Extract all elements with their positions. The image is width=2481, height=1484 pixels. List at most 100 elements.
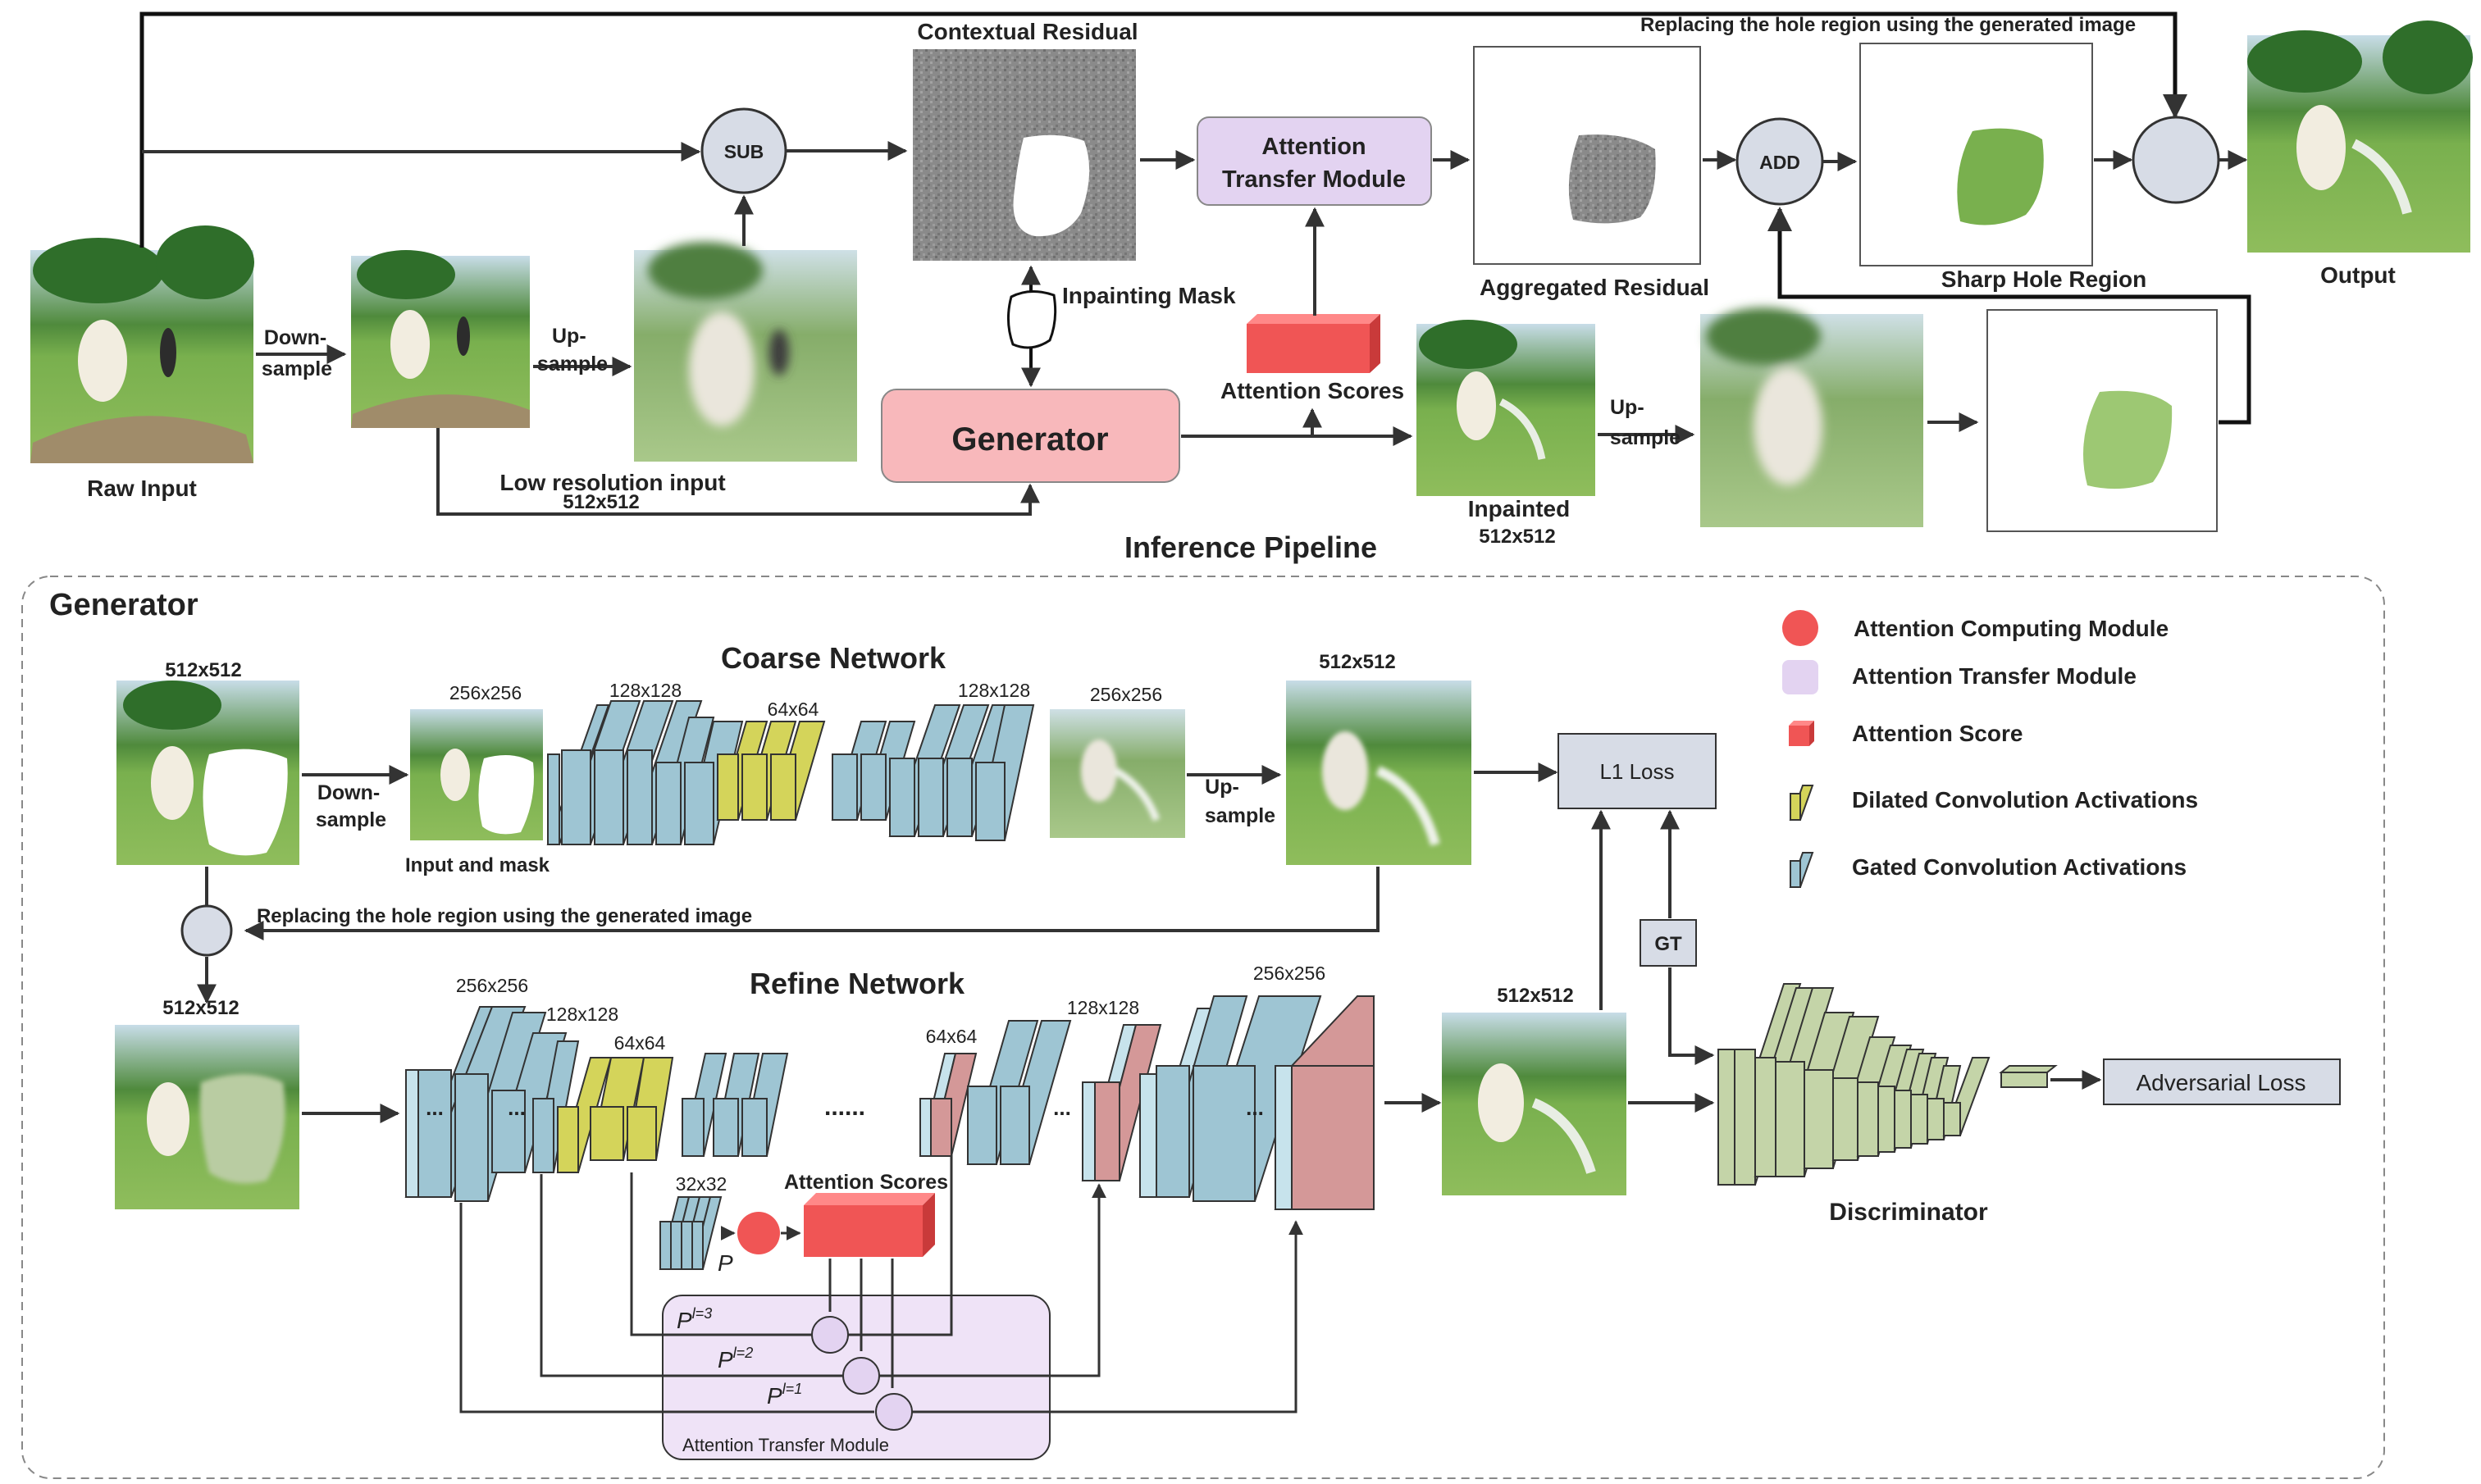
lavender-square-icon xyxy=(1782,660,1818,694)
refine-decoder-stack xyxy=(919,995,1375,1210)
coarse-merge-node xyxy=(180,904,233,957)
coarse-dilated-layers xyxy=(716,721,826,821)
discriminator-label: Discriminator xyxy=(1829,1199,1988,1226)
coarse-upsample-1: Up- xyxy=(1205,776,1239,799)
add-label: ADD xyxy=(1759,152,1800,173)
contextual-residual-title: Contextual Residual xyxy=(917,19,1138,44)
coarse-output-photo xyxy=(1286,681,1471,865)
refine-32-label: 32x32 xyxy=(676,1173,727,1195)
yellow-slab-icon xyxy=(1789,785,1814,821)
refine-output-photo xyxy=(1442,1013,1626,1195)
raw-input-label: Raw Input xyxy=(87,476,197,501)
refine-attention-conv xyxy=(659,1196,723,1270)
downsample-label-1: Down- xyxy=(264,326,326,349)
inpainted-upsample-label-1: Up- xyxy=(1610,396,1644,419)
refine-input-photo xyxy=(115,1025,299,1209)
attention-scores-cube xyxy=(1247,314,1380,373)
coarse-output-small-photo xyxy=(1050,709,1185,838)
masked-input-photo xyxy=(116,681,299,865)
coarse-256b-label: 256x256 xyxy=(1090,684,1162,705)
inpainted-label: Inpainted xyxy=(1468,496,1570,521)
coarse-128-label: 128x128 xyxy=(609,680,682,701)
refine-dots-2: ... xyxy=(508,1095,526,1120)
output-photo xyxy=(2247,20,2473,253)
red-circle-icon xyxy=(1782,610,1818,646)
upsample-label-1: Up- xyxy=(552,325,586,348)
generator-box xyxy=(881,389,1180,483)
coarse-input-size: 512x512 xyxy=(165,659,241,681)
downsampled-masked-input-photo xyxy=(410,709,543,840)
refine-dots-1: ... xyxy=(426,1095,444,1120)
coarse-downsample-2: sample xyxy=(316,808,386,831)
refine-128b-label: 128x128 xyxy=(1067,997,1139,1018)
p2-label: Pl=2 xyxy=(718,1345,753,1372)
blue-slab-icon xyxy=(1789,852,1814,888)
output-label: Output xyxy=(2320,262,2396,288)
coarse-replace-line xyxy=(244,867,1380,940)
input-and-mask-label: Input and mask xyxy=(405,854,550,876)
attention-scores-label: Attention Scores xyxy=(1220,378,1404,403)
blurry-hole-patch xyxy=(2083,390,2173,489)
refine-network-title: Refine Network xyxy=(750,967,965,1000)
p3-label: Pl=3 xyxy=(677,1305,712,1333)
low-res-size-label: 512x512 xyxy=(563,491,639,513)
legend-label-dilated: Dilated Convolution Activations xyxy=(1852,787,2198,813)
atm-node-3 xyxy=(811,1316,849,1354)
legend-label-attention-transfer: Attention Transfer Module xyxy=(1852,663,2137,689)
refine-128-label: 128x128 xyxy=(546,1004,618,1025)
inpainting-mask-label: Inpainting Mask xyxy=(1062,283,1236,308)
refine-dots-4: ... xyxy=(1246,1095,1264,1120)
p1-label: Pl=1 xyxy=(767,1381,802,1409)
atm-label-line1: Attention xyxy=(1261,134,1366,160)
attention-transfer-module-box xyxy=(1197,116,1432,206)
coarse-conv-stack: 128x128 64x64 xyxy=(546,680,1035,845)
add-node xyxy=(1735,117,1824,206)
coarse-network-title: Coarse Network xyxy=(721,641,946,675)
blurred-inpainted-photo xyxy=(1700,307,1923,527)
gt-to-discriminator-line xyxy=(1668,967,1715,1065)
refine-256b-label: 256x256 xyxy=(1253,963,1325,984)
low-res-input-line xyxy=(436,428,1040,516)
aggregated-residual-patch xyxy=(1568,134,1656,224)
sharp-hole-region-patch xyxy=(1957,128,2044,225)
coarse-256-label: 256x256 xyxy=(449,682,522,703)
refine-dots-mid: ...... xyxy=(824,1094,865,1121)
legend-label-attention-score: Attention Score xyxy=(1852,721,2023,746)
skip-connections xyxy=(459,1131,1303,1413)
upsample-label-2: sample xyxy=(537,353,608,376)
coarse-replace-text: Replacing the hole region using the gene… xyxy=(257,905,752,927)
refine-network: 512x512 Refine Network 256x256 ... xyxy=(115,809,1715,1460)
refine-256-label: 256x256 xyxy=(456,975,528,996)
merge-node xyxy=(2132,116,2220,204)
legend-label-attention-computing: Attention Computing Module xyxy=(1854,616,2169,641)
l1-loss-box xyxy=(1557,733,1717,809)
adversarial-loss-box xyxy=(2103,1058,2341,1105)
refine-gated-256 xyxy=(404,1006,568,1202)
generator-section-title: Generator xyxy=(49,588,198,622)
p-label: P xyxy=(718,1250,733,1276)
refine-dots-3: ... xyxy=(1053,1095,1071,1120)
inpainted-photo xyxy=(1416,320,1595,496)
blurred-upsampled-photo xyxy=(634,242,857,462)
refine-gated-128 xyxy=(531,1040,580,1173)
sub-label: SUB xyxy=(724,141,764,162)
gt-box xyxy=(1640,919,1697,967)
attention-computing-node xyxy=(737,1212,780,1254)
coarse-128b-label: 128x128 xyxy=(958,680,1030,701)
l1-loss-label: L1 Loss xyxy=(1599,759,1674,784)
coarse-network: Coarse Network 512x512 Down- sample 256x… xyxy=(116,641,1717,1004)
generator-section-border xyxy=(21,576,2385,1479)
adversarial-loss-label: Adversarial Loss xyxy=(2137,1070,2306,1095)
inpainting-mask-shape xyxy=(1007,290,1057,349)
red-cube-icon xyxy=(1789,721,1814,746)
refine-atm-label: Attention Transfer Module xyxy=(682,1435,889,1455)
patch-to-add-line xyxy=(1767,207,2251,425)
coarse-64-label: 64x64 xyxy=(768,699,819,720)
refine-output-size: 512x512 xyxy=(1497,985,1573,1007)
atm-node-2 xyxy=(842,1357,880,1395)
atm-label-line2: Transfer Module xyxy=(1222,166,1406,193)
generator-label: Generator xyxy=(951,421,1108,457)
raw-to-output-line xyxy=(139,11,2187,248)
coarse-downsample-1: Down- xyxy=(317,781,380,804)
